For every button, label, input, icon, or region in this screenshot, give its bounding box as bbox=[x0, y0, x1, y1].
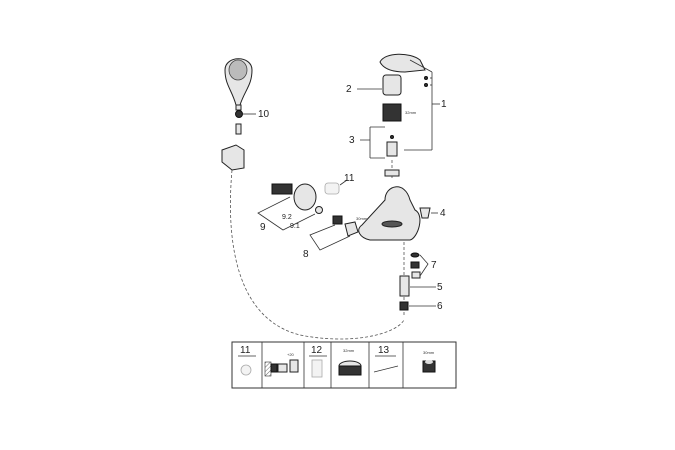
callout-6: 6 bbox=[437, 301, 443, 312]
svg-text:32mm: 32mm bbox=[343, 348, 355, 353]
cartridge bbox=[382, 103, 402, 122]
table-cell-11: 11 bbox=[238, 345, 256, 376]
svg-text:13: 13 bbox=[378, 345, 390, 356]
union-nut bbox=[344, 221, 359, 237]
cap-4 bbox=[419, 207, 431, 219]
rosette-9-2 bbox=[293, 183, 317, 211]
callout-1: 1 bbox=[441, 99, 447, 110]
washer-10 bbox=[235, 110, 243, 118]
table-cell-12: 12 bbox=[309, 345, 327, 378]
callout-8: 8 bbox=[303, 249, 309, 260]
lever-handle bbox=[379, 53, 426, 73]
wrench-icon bbox=[373, 365, 399, 373]
svg-text:11: 11 bbox=[240, 345, 251, 356]
escutcheon bbox=[384, 169, 400, 177]
extension-11 bbox=[324, 182, 340, 195]
callout-5: 5 bbox=[437, 282, 443, 293]
callout-11: 11 bbox=[344, 173, 355, 184]
callout-9-1: 9.1 bbox=[290, 223, 300, 230]
svg-text:12: 12 bbox=[311, 345, 323, 356]
nut-dimension: 30mm bbox=[356, 216, 368, 221]
callout-3: 3 bbox=[349, 135, 355, 146]
wall-holder bbox=[221, 144, 245, 171]
table-cell-13: 13 bbox=[373, 345, 399, 373]
nipple-8 bbox=[332, 215, 343, 225]
table-cell-extension-dimension: +20 bbox=[264, 352, 299, 377]
table-cell-nut-30mm: 30mm bbox=[422, 350, 436, 373]
hand-shower bbox=[224, 58, 253, 111]
callout-7: 7 bbox=[431, 260, 437, 271]
callout-9: 9 bbox=[260, 222, 266, 233]
nut-6 bbox=[399, 301, 409, 311]
eccentric-9-1 bbox=[271, 183, 293, 195]
cap-2 bbox=[382, 74, 402, 96]
mixer-body bbox=[358, 186, 421, 241]
spindle-3 bbox=[386, 141, 398, 157]
accessory-table: 11 +20 12 32mm 13 30mm bbox=[231, 341, 457, 389]
callout-9-2: 9.2 bbox=[282, 214, 292, 221]
cartridge-dimension: 32mm bbox=[405, 110, 417, 115]
table-cell-cartridge-32mm: 32mm bbox=[338, 348, 362, 376]
callout-2: 2 bbox=[346, 84, 352, 95]
hose-nut bbox=[235, 123, 242, 135]
svg-text:30mm: 30mm bbox=[423, 350, 435, 355]
diverter-5 bbox=[399, 275, 410, 297]
callout-10: 10 bbox=[258, 109, 270, 120]
svg-text:+20: +20 bbox=[287, 352, 295, 357]
callout-4: 4 bbox=[440, 208, 446, 219]
shower-hose bbox=[230, 169, 405, 340]
